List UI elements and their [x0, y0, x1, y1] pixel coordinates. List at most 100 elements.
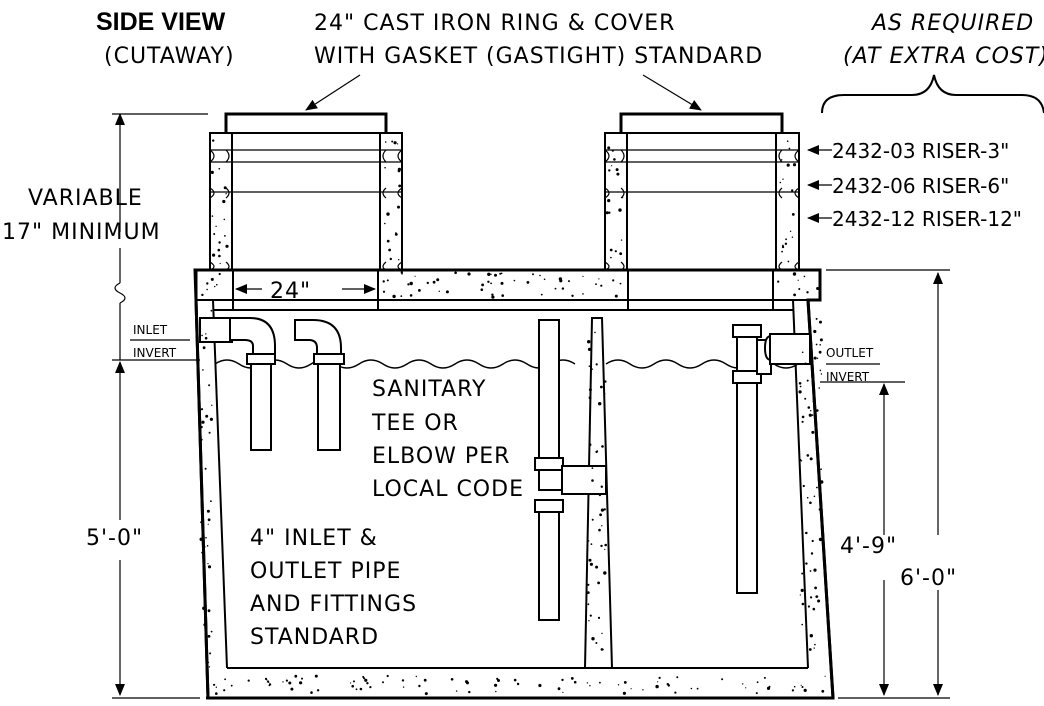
concrete-speck [201, 334, 203, 337]
outlet-tee [732, 324, 811, 594]
concrete-speck [215, 225, 217, 227]
concrete-speck [218, 272, 221, 276]
concrete-speck [582, 293, 584, 295]
concrete-speck [212, 139, 215, 142]
concrete-speck [384, 166, 386, 169]
concrete-speck [614, 250, 617, 253]
concrete-speck [495, 690, 497, 693]
concrete-speck [798, 288, 801, 290]
concrete-speck [813, 647, 815, 649]
concrete-speck [351, 684, 355, 688]
concrete-speck [395, 232, 397, 234]
concrete-speck [801, 623, 803, 626]
concrete-speck [591, 368, 593, 370]
concrete-speck [557, 687, 561, 691]
concrete-speck [203, 623, 207, 627]
concrete-speck [204, 336, 208, 340]
invert-lines [130, 339, 880, 365]
concrete-speck [588, 540, 590, 542]
concrete-speck [792, 272, 797, 276]
concrete-speck [513, 279, 516, 282]
concrete-speck [201, 420, 205, 424]
concrete-speck [811, 539, 814, 543]
concrete-speck [538, 683, 542, 688]
concrete-speck [777, 280, 780, 283]
concrete-speck [388, 248, 391, 252]
pipe-note-2: OUTLET PIPE [250, 559, 401, 584]
concrete-speck [791, 213, 795, 216]
concrete-speck [500, 281, 504, 285]
concrete-speck [610, 256, 612, 259]
concrete-speck [497, 679, 500, 682]
concrete-speck [589, 428, 591, 430]
concrete-speck [587, 603, 590, 606]
concrete-speck [543, 278, 546, 281]
concrete-speck [807, 406, 811, 409]
left-dimension-lines [112, 113, 208, 699]
concrete-speck [804, 397, 807, 400]
view-title: SIDE VIEW [96, 8, 226, 36]
concrete-speck [394, 233, 398, 236]
concrete-speck [824, 675, 826, 677]
concrete-speck [210, 277, 214, 281]
concrete-speck [814, 586, 817, 590]
concrete-speck [604, 380, 607, 383]
concrete-speck [350, 682, 352, 684]
concrete-speck [200, 408, 204, 411]
concrete-speck [809, 570, 812, 572]
concrete-speck [490, 273, 492, 275]
concrete-speck [587, 583, 590, 586]
concrete-speck [415, 675, 417, 678]
concrete-speck [392, 294, 396, 299]
concrete-speck [786, 163, 790, 167]
concrete-speck [793, 685, 796, 688]
concrete-speck [616, 172, 620, 176]
concrete-speck [393, 141, 397, 145]
total-height-dim: 6'-0" [900, 566, 957, 591]
concrete-speck [599, 681, 601, 684]
concrete-speck [791, 189, 794, 192]
concrete-speck [598, 402, 602, 406]
concrete-speck [613, 158, 616, 161]
concrete-speck [814, 643, 816, 646]
concrete-speck [450, 678, 454, 681]
concrete-speck [213, 683, 216, 686]
concrete-speck [223, 689, 226, 692]
concrete-speck [793, 293, 796, 297]
concrete-speck [401, 679, 405, 682]
concrete-speck [386, 674, 389, 678]
baffle-tee [534, 319, 607, 621]
concrete-speck [808, 648, 812, 651]
concrete-speck [674, 691, 677, 694]
concrete-speck [600, 284, 603, 287]
concrete-speck [201, 551, 204, 554]
concrete-speck [819, 344, 821, 346]
concrete-speck [224, 235, 226, 237]
concrete-speck [801, 420, 804, 423]
concrete-speck [206, 545, 209, 547]
concrete-speck [290, 687, 294, 691]
concrete-speck [600, 385, 603, 389]
concrete-speck [494, 273, 497, 277]
concrete-speck [676, 676, 679, 679]
concrete-speck [781, 159, 783, 161]
concrete-speck [491, 293, 494, 296]
concrete-speck [590, 348, 593, 350]
concrete-speck [819, 320, 822, 324]
concrete-speck [559, 279, 563, 283]
concrete-speck [801, 602, 805, 606]
concrete-speck [316, 689, 320, 692]
concrete-speck [791, 689, 795, 692]
concrete-speck [798, 382, 802, 385]
concrete-speck [816, 409, 819, 412]
concrete-speck [623, 681, 627, 684]
concrete-speck [418, 289, 421, 292]
concrete-speck [607, 146, 611, 150]
concrete-speck [799, 385, 802, 388]
concrete-speck [202, 346, 206, 350]
concrete-speck [208, 666, 211, 668]
concrete-speck [809, 501, 812, 505]
concrete-speck [667, 684, 670, 687]
concrete-speck [591, 637, 595, 641]
concrete-speck [591, 479, 594, 482]
